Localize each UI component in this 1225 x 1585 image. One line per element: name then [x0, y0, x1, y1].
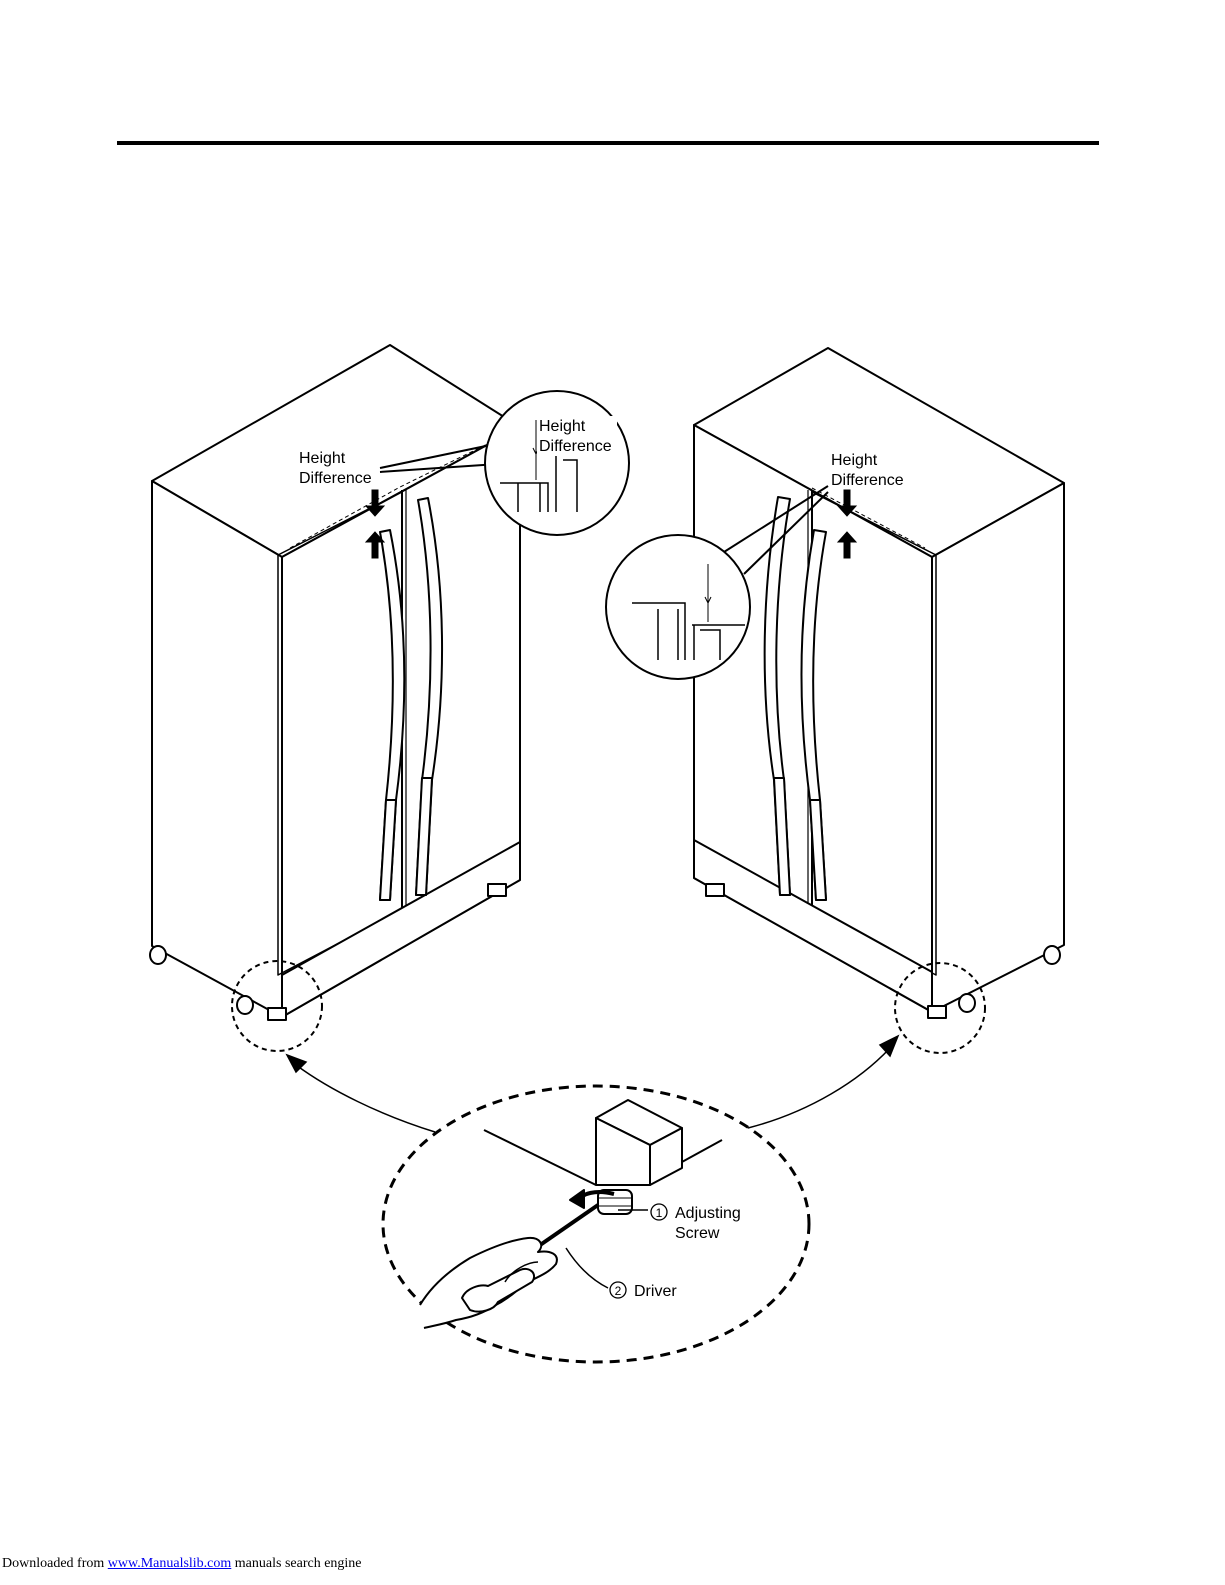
right-height-text-line2: Difference [831, 472, 904, 489]
driver-label: 2 Driver [610, 1282, 677, 1300]
driver-number: 2 [615, 1284, 622, 1298]
left-callout-text-line2: Difference [539, 438, 612, 455]
header-rule [117, 141, 1099, 145]
left-height-text-line1: Height [299, 450, 346, 467]
adjusting-text-line1: Adjusting [675, 1205, 741, 1222]
right-height-text-line1: Height [831, 452, 878, 469]
left-refrigerator [150, 345, 520, 1020]
connector-arrows [287, 1036, 898, 1132]
driver-text: Driver [634, 1283, 677, 1300]
left-callout-text-line1: Height [539, 418, 586, 435]
left-callout-height-label: Height Difference [537, 416, 617, 456]
footer-attribution: Downloaded from www.Manualslib.com manua… [2, 1556, 362, 1572]
left-height-text-line2: Difference [299, 470, 372, 487]
right-arrowhead [880, 1036, 898, 1056]
adjusting-screw-label: 1 Adjusting Screw [651, 1204, 741, 1242]
manualslib-link[interactable]: www.Manualslib.com [108, 1556, 232, 1571]
right-refrigerator [694, 348, 1064, 1018]
footer-suffix: manuals search engine [231, 1556, 361, 1571]
adjusting-text-line2: Screw [675, 1225, 720, 1242]
footer-prefix: Downloaded from [2, 1556, 108, 1571]
adjusting-number: 1 [656, 1206, 663, 1220]
